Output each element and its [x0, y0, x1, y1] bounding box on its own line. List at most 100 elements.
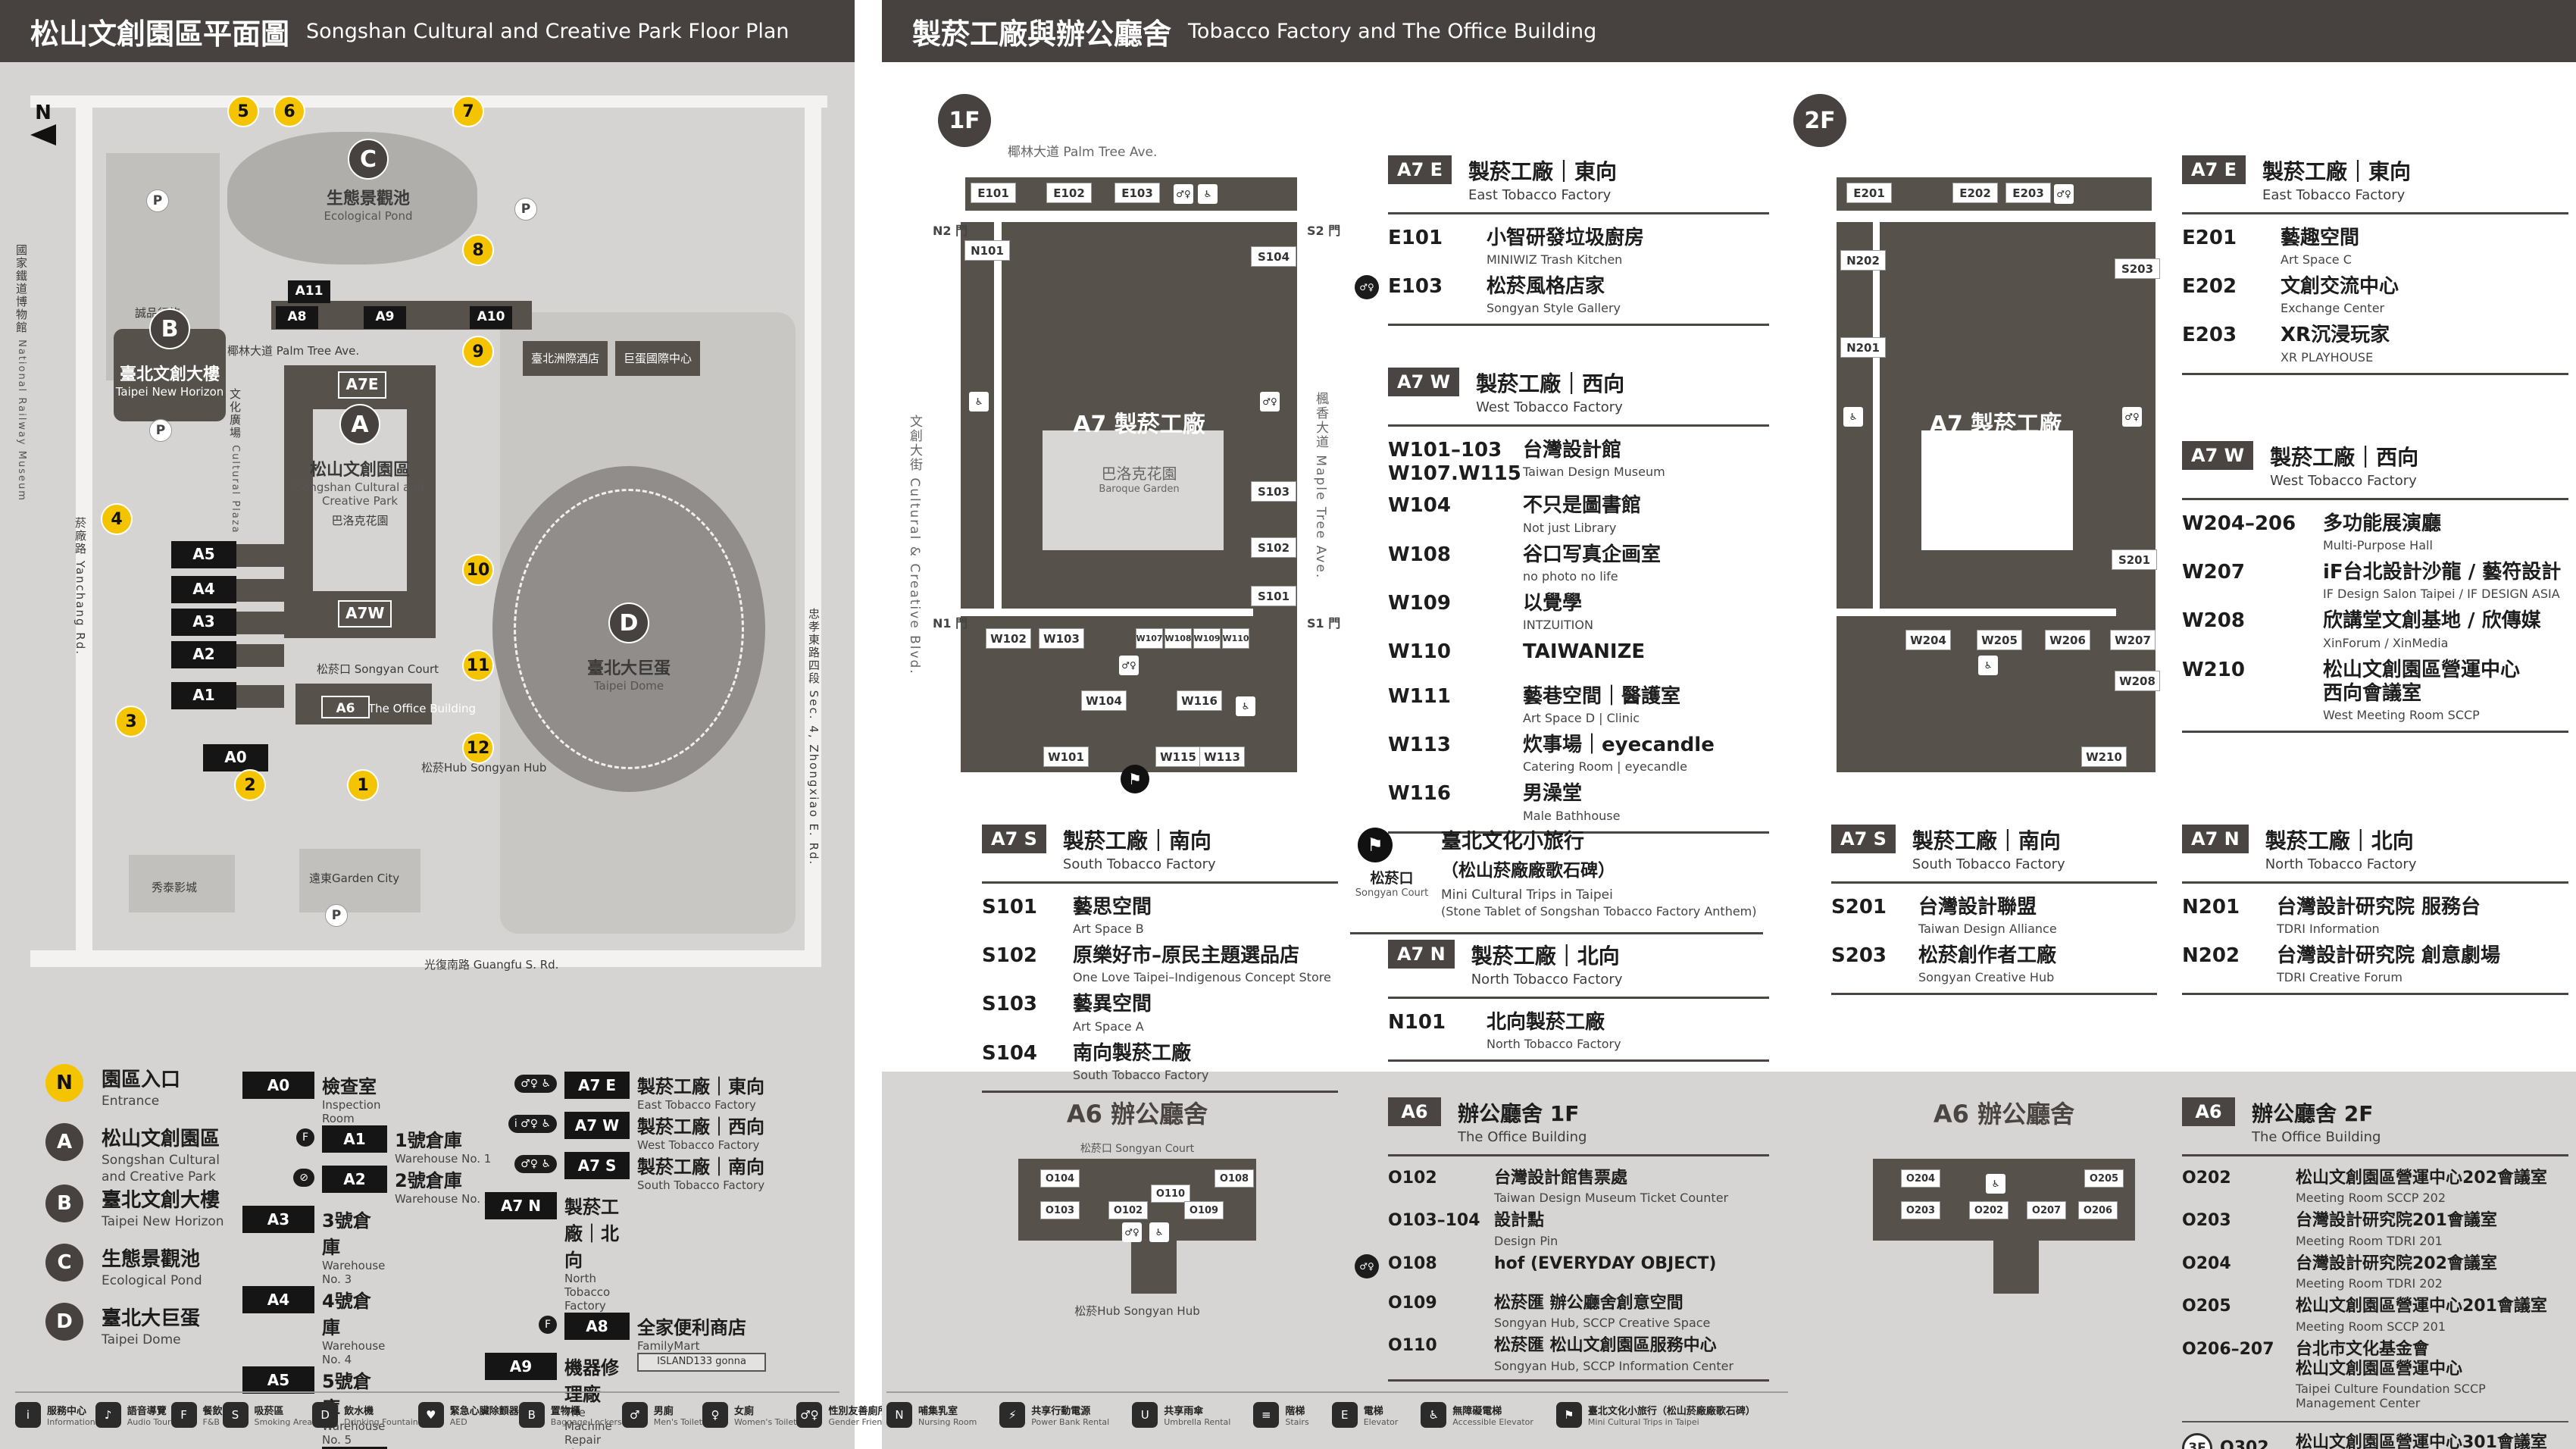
park-map: N 生態景觀池 Ecological Pond 臺北文創大樓 Taipei Ne…: [0, 62, 855, 1056]
amenity-item: ⚡ 共享行動電源 Power Bank Rental: [999, 1402, 1109, 1428]
room-chip: W108: [1165, 628, 1192, 649]
room-code: S201: [1831, 896, 1887, 919]
room-chip: W204: [1905, 630, 1951, 650]
entry-name-zh: 炊事場｜eyecandle: [1523, 734, 1715, 757]
entrance-number-marker: 10: [462, 554, 494, 586]
room-chip: E103: [1114, 183, 1160, 203]
hotel-block: [523, 341, 608, 376]
facility-icons: ♂♀ ♿: [514, 1155, 557, 1173]
entry-name-en: no photo no life: [1523, 568, 1618, 584]
north-arrow-icon: [30, 124, 56, 146]
entrance-number-marker: 6: [274, 95, 305, 127]
entry-name-en: North Tobacco Factory: [1487, 1037, 1621, 1052]
building-code-chip: A7E: [338, 371, 386, 399]
legend-building-item: ♂♀ ♿ A7 S 製菸工廠｜南向 South Tobacco Factory: [485, 1152, 849, 1192]
room-code: S102: [982, 944, 1037, 968]
gate-label: N1 門: [933, 616, 968, 631]
entry-name-en: Meeting Room SCCP 202: [2296, 1191, 2446, 1206]
amenity-icon: ♿: [1421, 1402, 1447, 1428]
room-chip: S104: [1251, 246, 1296, 267]
facility-icon: ♿: [969, 392, 989, 412]
entry-name-zh: 藝巷空間｜醫護室: [1523, 684, 1681, 708]
legend-area-marker: N: [45, 1064, 83, 1102]
building-code-chip: A5: [171, 541, 236, 568]
entrance-number-marker: 9: [462, 336, 494, 368]
restroom-icon: ♂♀: [1355, 1253, 1379, 1278]
room-chip: O202: [1969, 1201, 2009, 1219]
entry-name-zh: 台灣設計研究院202會議室: [2296, 1253, 2497, 1273]
building-code-chip: A7W: [338, 600, 392, 627]
section-title-zh: 製菸工廠｜北向: [2265, 828, 2414, 853]
left-header: 松山文創園區平面圖 Songshan Cultural and Creative…: [0, 0, 855, 62]
garden-city-block: [299, 849, 420, 912]
amenity-item: S 吸菸區 Smoking Area: [222, 1402, 312, 1428]
room-code: S103: [982, 993, 1037, 1016]
facility-icon: ♂♀: [1122, 1222, 1142, 1242]
legend-building-item: A3 3號倉庫 Warehouse No. 3: [242, 1206, 546, 1286]
room-code: W204–206: [2182, 512, 2296, 535]
map-label: 秀泰影城: [152, 881, 198, 894]
building-code-chip: A3: [171, 609, 236, 636]
room-chip: O102: [1108, 1201, 1148, 1219]
building-code-chip: A8: [276, 306, 318, 329]
entry-name-zh: 松山文創園區營運中心201會議室: [2296, 1297, 2547, 1316]
amenity-icon: ♂♀: [796, 1402, 823, 1428]
amenity-item: U 共享雨傘 Umbrella Rental: [1132, 1402, 1230, 1428]
entry-name-en: IF Design Salon Taipei / IF DESIGN ASIA: [2323, 587, 2560, 602]
entry-name-zh: 台灣設計研究院 創意劇場: [2277, 944, 2501, 968]
section-end-rule: [2182, 993, 2568, 996]
floor-plan-1f: A7 製菸工廠 巴洛克花園 Baroque Garden 文創大街 Cultur…: [907, 164, 1346, 793]
section-end-rule: [982, 1090, 1338, 1093]
court-note-en2: (Stone Tablet of Songshan Tobacco Factor…: [1441, 904, 1757, 919]
room-code: O102: [1388, 1169, 1437, 1188]
facility-icon: ♂♀: [1260, 392, 1280, 412]
entrance-number-marker: 3: [115, 706, 147, 737]
section-title-zh: 辦公廳舍 1F: [1458, 1101, 1580, 1126]
legend-building-item: A0 檢查室 Inspection Room: [242, 1072, 546, 1125]
baroque-garden-courtyard: [1043, 430, 1224, 550]
floor-2f-badge: 2F: [1793, 94, 1846, 147]
legend-area-item: D 臺北大巨蛋 Taipei Dome: [45, 1303, 242, 1362]
room-code: W111: [1388, 684, 1451, 708]
amenity-icon: F: [170, 1402, 197, 1428]
entry-name-zh: 文創交流中心: [2281, 275, 2399, 299]
a6-plan-title-2f: A6 辦公廳舍: [1933, 1100, 2075, 1128]
legend-area-item: A 松山文創園區 Songshan Cultural and Creative …: [45, 1123, 242, 1185]
building-code-chip: A2: [171, 641, 236, 668]
facility-icon: ♂♀: [1174, 184, 1193, 204]
map-label: 文化廣場 Cultural Plaza: [228, 388, 242, 534]
entry-name-en: Meeting Room SCCP 201: [2296, 1319, 2446, 1334]
entry-name-en: Taiwan Design Museum Ticket Counter: [1494, 1191, 1729, 1206]
building-code: A1: [322, 1125, 387, 1153]
floor-1f-badge: 1F: [938, 94, 991, 147]
legend-building-item: A5 5號倉庫 Warehouse No. 5: [242, 1366, 546, 1447]
restroom-icon: ♂♀: [1355, 275, 1379, 300]
baroque-garden-label: 巴洛克花園 Baroque Garden: [1099, 465, 1180, 495]
a6-stem-2f: [1993, 1241, 2039, 1294]
north-wing-1f: [961, 222, 994, 609]
entry-name-zh: 松菸匯 辦公廳舍創意空間: [1494, 1293, 1683, 1313]
songyan-court-note: ⚑ 松菸口 Songyan Court 臺北文化小旅行 （松山菸廠廠歌石碑） M…: [1350, 825, 1763, 934]
amenity-item: ♀ 女廁 Women's Toilet: [702, 1402, 796, 1428]
room-code: E101: [1388, 227, 1443, 249]
room-chip: N201: [1840, 337, 1886, 358]
section-title-en: The Office Building: [1458, 1129, 1587, 1145]
section-title-en: East Tobacco Factory: [1468, 187, 1612, 203]
facility-icons: i ♂♀ ♿: [508, 1115, 557, 1133]
entry-name-en: Art Space A: [1073, 1019, 1144, 1034]
room-code: E201: [2182, 227, 2237, 249]
